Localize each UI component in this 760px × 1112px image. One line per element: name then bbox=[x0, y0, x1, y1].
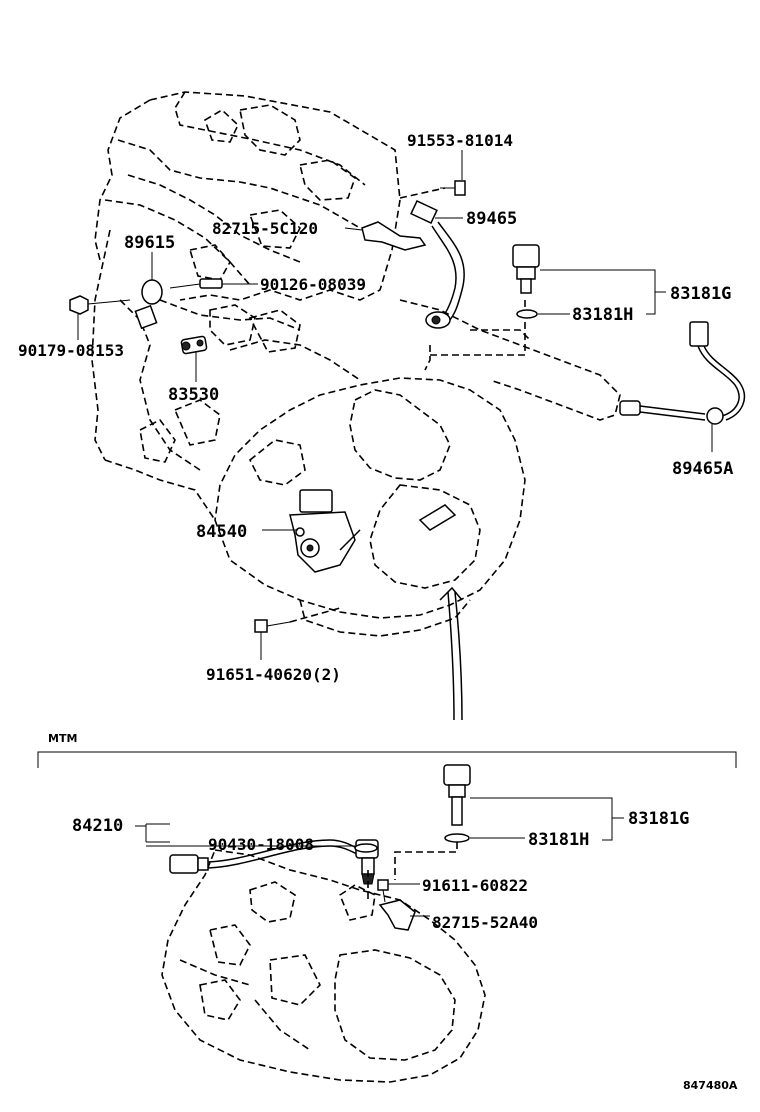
sensor-icon bbox=[619, 321, 746, 425]
transaxle-case-outline bbox=[214, 339, 526, 721]
label-90179-08153: 90179-08153 bbox=[18, 341, 124, 360]
bolt-icon bbox=[169, 278, 223, 289]
bolt-icon bbox=[377, 879, 389, 903]
sensor-icon bbox=[134, 279, 163, 330]
bolt-icon bbox=[399, 180, 466, 199]
washer-icon bbox=[354, 843, 378, 853]
switch-icon bbox=[443, 764, 471, 826]
label-82715-5c120: 82715-5C120 bbox=[212, 219, 318, 238]
washer-icon bbox=[516, 309, 538, 319]
section-label-mtm: MTM bbox=[48, 732, 77, 745]
switch-icon bbox=[289, 489, 361, 573]
label-84210: 84210 bbox=[72, 816, 123, 836]
label-84540: 84540 bbox=[196, 522, 247, 542]
bracket-icon bbox=[361, 221, 427, 251]
label-83181g-bottom: 83181G bbox=[628, 809, 689, 829]
manual-transaxle-outline bbox=[161, 849, 486, 1083]
label-83181h-top: 83181H bbox=[572, 305, 633, 325]
exhaust-pipe-outline bbox=[399, 299, 621, 421]
label-83181h-bottom: 83181H bbox=[528, 830, 589, 850]
label-90430-18008: 90430-18008 bbox=[208, 835, 314, 854]
label-91651-40620: 91651-40620(2) bbox=[206, 665, 341, 684]
bolt-icon bbox=[69, 295, 131, 315]
switch-icon bbox=[512, 244, 540, 294]
label-89615: 89615 bbox=[124, 233, 175, 253]
label-83530: 83530 bbox=[168, 385, 219, 405]
label-91553-81014: 91553-81014 bbox=[407, 131, 513, 150]
label-91611-60822: 91611-60822 bbox=[422, 876, 528, 895]
sensor-icon bbox=[410, 200, 465, 329]
bracket-icon bbox=[378, 899, 416, 931]
engine-outline bbox=[91, 91, 401, 521]
section-divider bbox=[37, 751, 737, 768]
label-82715-52a40: 82715-52A40 bbox=[432, 913, 538, 932]
label-90126-08039: 90126-08039 bbox=[260, 275, 366, 294]
label-89465: 89465 bbox=[466, 209, 517, 229]
label-83181g-top: 83181G bbox=[670, 284, 731, 304]
switch-icon bbox=[180, 335, 208, 355]
diagram-id: 847480A bbox=[683, 1079, 738, 1092]
label-89465a: 89465A bbox=[672, 459, 733, 479]
washer-icon bbox=[444, 833, 470, 843]
